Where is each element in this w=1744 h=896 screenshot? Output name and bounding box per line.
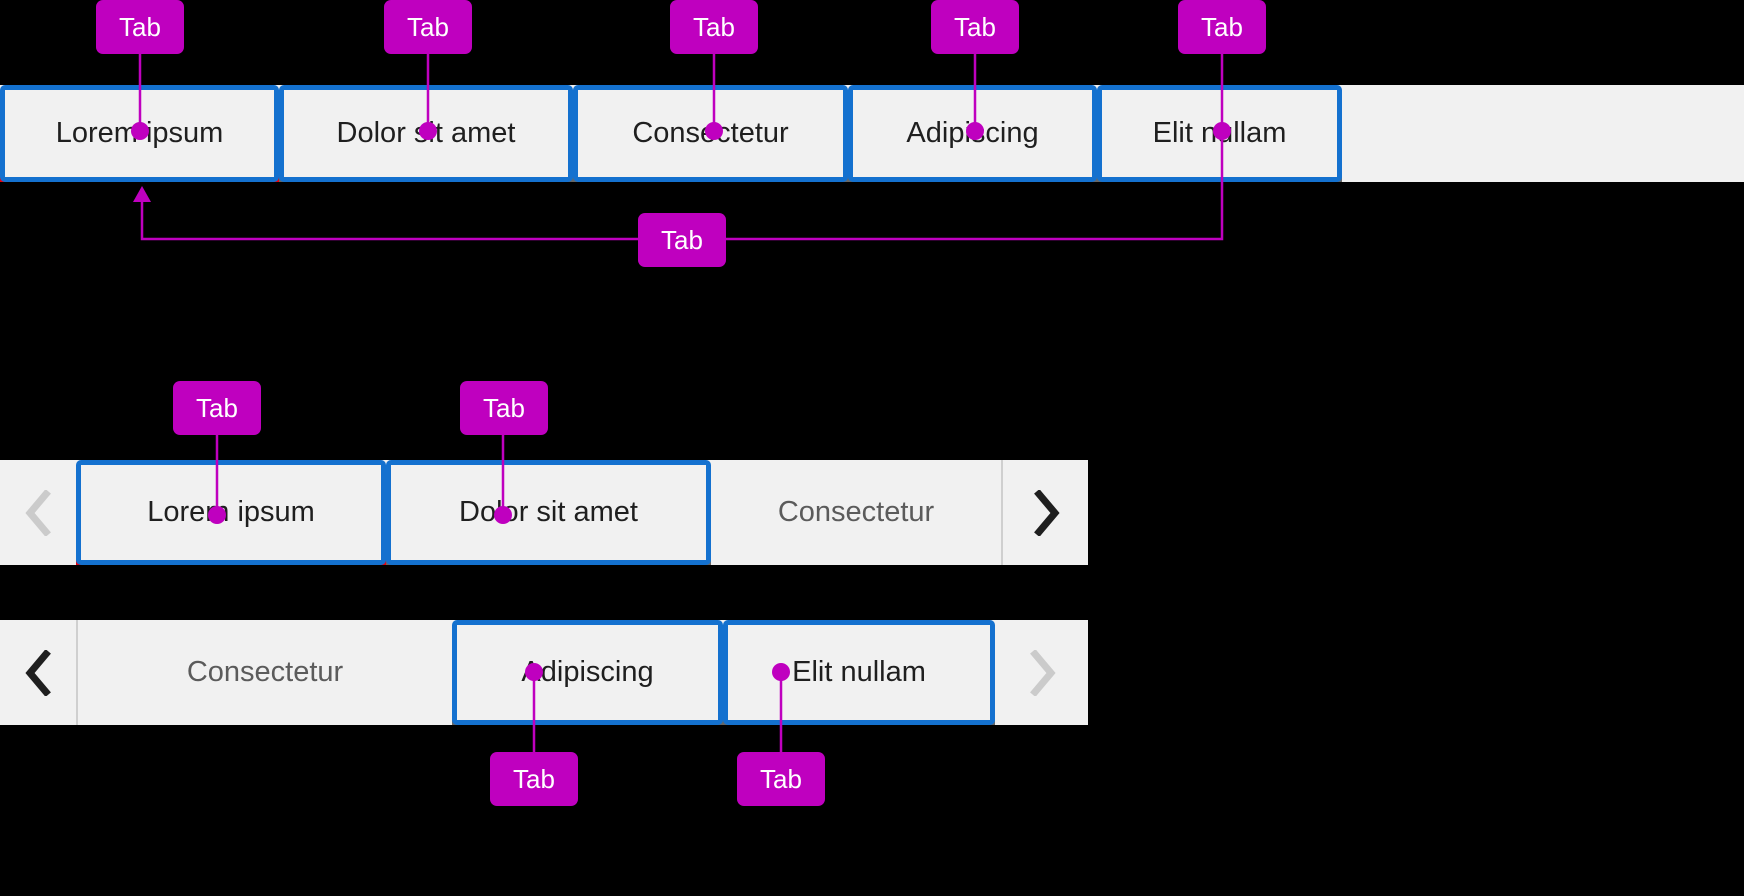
tab-lorem-ipsum[interactable]: Lorem ipsum <box>0 85 279 182</box>
tab-label: Elit nullam <box>1152 117 1287 149</box>
tab-strip: Consectetur Adipiscing Elit nullam <box>78 620 995 725</box>
annotation-label: Tab <box>513 763 555 794</box>
scrollable-tab-bar-end: Consectetur Adipiscing Elit nullam <box>0 620 1088 725</box>
tab-label: Adipiscing <box>906 117 1039 149</box>
annotation-label: Tab <box>407 11 449 42</box>
annotation-badge-tab-7: Tab <box>173 381 261 435</box>
tab-label: Dolor sit amet <box>336 117 516 149</box>
tab-scroll-next-button[interactable] <box>995 620 1088 725</box>
annotation-label: Tab <box>954 11 996 42</box>
annotation-badge-tab-9: Tab <box>490 752 578 806</box>
annotation-badge-tab-5: Tab <box>1178 0 1266 54</box>
tab-strip: Lorem ipsum Dolor sit amet Consectetur A… <box>0 85 1342 182</box>
tab-label: Consectetur <box>632 117 789 149</box>
annotation-label: Tab <box>760 763 802 794</box>
annotation-badge-tab-2: Tab <box>384 0 472 54</box>
tab-strip: Lorem ipsum Dolor sit amet Consectetur <box>76 460 1001 565</box>
tab-label: Consectetur <box>186 656 344 688</box>
tab-consectetur[interactable]: Consectetur <box>573 85 848 182</box>
tab-scroll-next-button[interactable] <box>1003 460 1088 565</box>
annotation-label: Tab <box>1201 11 1243 42</box>
chevron-right-icon <box>1033 489 1060 536</box>
tab-consectetur[interactable]: Consectetur <box>711 460 1001 565</box>
annotation-badge-tab-1: Tab <box>96 0 184 54</box>
annotation-label: Tab <box>693 11 735 42</box>
tab-label: Consectetur <box>777 496 935 528</box>
tab-bar-divider <box>1001 460 1003 565</box>
annotation-badge-tab-6: Tab <box>638 213 726 267</box>
annotation-label: Tab <box>196 392 238 423</box>
tab-adipiscing[interactable]: Adipiscing <box>452 620 723 725</box>
scrollable-tab-bar-start: Lorem ipsum Dolor sit amet Consectetur <box>0 460 1088 565</box>
tab-consectetur[interactable]: Consectetur <box>78 620 452 725</box>
chevron-left-icon <box>25 649 51 696</box>
full-width-tab-bar: Lorem ipsum Dolor sit amet Consectetur A… <box>0 85 1744 182</box>
annotation-label: Tab <box>661 224 703 255</box>
tab-label: Lorem ipsum <box>147 496 315 528</box>
arrowhead-icon <box>133 186 151 202</box>
tab-scroll-prev-button[interactable] <box>0 460 76 565</box>
tab-dolor-sit-amet[interactable]: Dolor sit amet <box>386 460 711 565</box>
tab-label: Adipiscing <box>521 656 654 688</box>
tab-dolor-sit-amet[interactable]: Dolor sit amet <box>279 85 573 182</box>
annotation-badge-tab-8: Tab <box>460 381 548 435</box>
tab-label: Elit nullam <box>792 656 926 688</box>
chevron-left-icon <box>25 489 51 536</box>
annotation-badge-tab-3: Tab <box>670 0 758 54</box>
annotation-label: Tab <box>119 11 161 42</box>
tab-label: Lorem ipsum <box>55 117 224 149</box>
tab-scroll-prev-button[interactable] <box>0 620 76 725</box>
tab-label: Dolor sit amet <box>459 496 638 528</box>
annotation-label: Tab <box>483 392 525 423</box>
tab-lorem-ipsum[interactable]: Lorem ipsum <box>76 460 386 565</box>
tab-elit-nullam[interactable]: Elit nullam <box>723 620 995 725</box>
annotation-badge-tab-4: Tab <box>931 0 1019 54</box>
tab-bar-divider <box>76 620 78 725</box>
annotation-badge-tab-10: Tab <box>737 752 825 806</box>
tab-elit-nullam[interactable]: Elit nullam <box>1097 85 1342 182</box>
tab-adipiscing[interactable]: Adipiscing <box>848 85 1097 182</box>
chevron-right-icon <box>1029 649 1056 696</box>
